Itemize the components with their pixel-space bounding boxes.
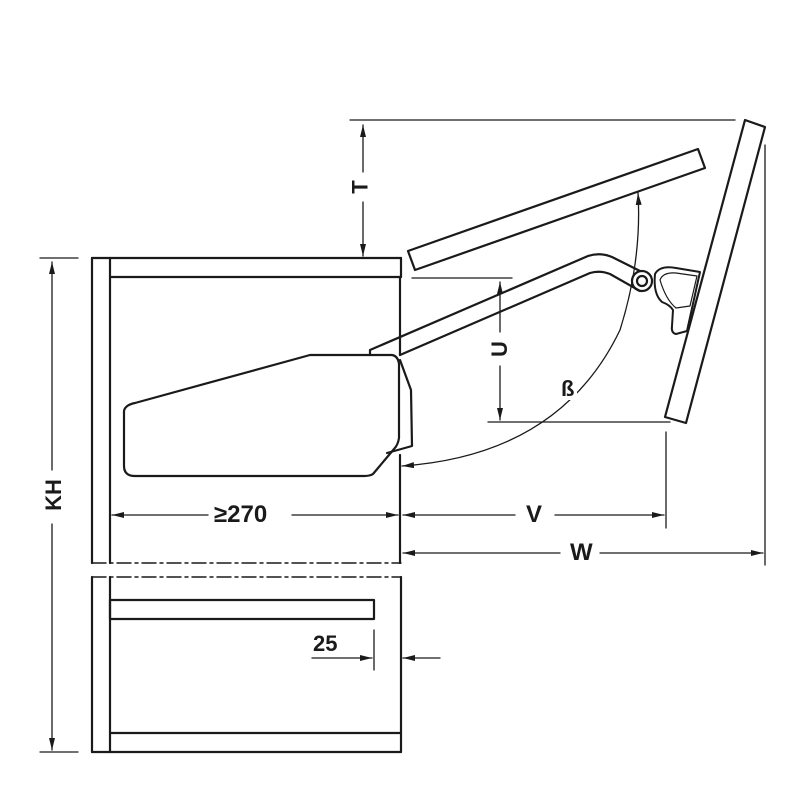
label-KH: KH [40, 477, 66, 513]
cabinet-upper-section [90, 256, 403, 565]
flap-intermediate-position [406, 147, 707, 272]
label-T: T [347, 178, 373, 196]
dimension-lines [39, 119, 766, 753]
break-lines [91, 562, 402, 578]
flap-open-position [663, 118, 767, 425]
label-W: W [566, 541, 597, 565]
label-U: U [486, 339, 512, 359]
cabinet-lower-section [90, 575, 403, 754]
label-V: V [522, 503, 547, 527]
hinge-bracket [653, 266, 701, 335]
label-offset: 25 [313, 631, 338, 656]
lift-arm [368, 253, 654, 357]
label-beta: ß [558, 378, 578, 400]
label-min-depth: ≥270 [212, 501, 270, 528]
lift-mechanism-housing [122, 353, 414, 478]
